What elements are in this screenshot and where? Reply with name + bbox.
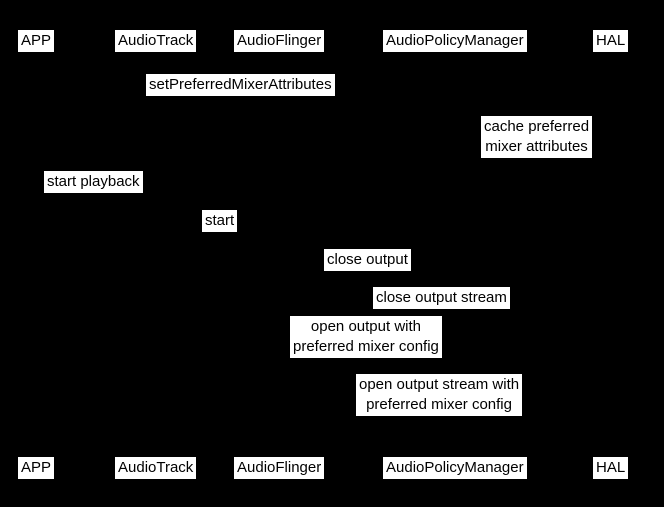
participant-bottom-audiopolicymanager: AudioPolicyManager xyxy=(383,457,527,479)
message-close-output: close output xyxy=(324,249,411,271)
participant-bottom-hal: HAL xyxy=(593,457,629,479)
message-start: start xyxy=(202,210,238,232)
participant-bottom-app: APP xyxy=(18,457,55,479)
message-open-output-with-preferred-mixer-config: open output with preferred mixer config xyxy=(290,316,442,358)
participant-top-hal: HAL xyxy=(593,30,629,52)
participant-top-audiotrack: AudioTrack xyxy=(115,30,197,52)
message-start-playback: start playback xyxy=(44,171,143,193)
note-cache-preferred-mixer-attributes: cache preferred mixer attributes xyxy=(481,116,593,158)
message-open-output-stream-with-preferred-mixer-config: open output stream with preferred mixer … xyxy=(356,374,523,416)
participant-top-audiopolicymanager: AudioPolicyManager xyxy=(383,30,527,52)
participant-top-audioflinger: AudioFlinger xyxy=(234,30,325,52)
participant-bottom-audiotrack: AudioTrack xyxy=(115,457,197,479)
message-close-output-stream: close output stream xyxy=(373,287,510,309)
participant-top-app: APP xyxy=(18,30,55,52)
message-set-preferred-mixer-attributes: setPreferredMixerAttributes xyxy=(146,74,335,96)
participant-bottom-audioflinger: AudioFlinger xyxy=(234,457,325,479)
